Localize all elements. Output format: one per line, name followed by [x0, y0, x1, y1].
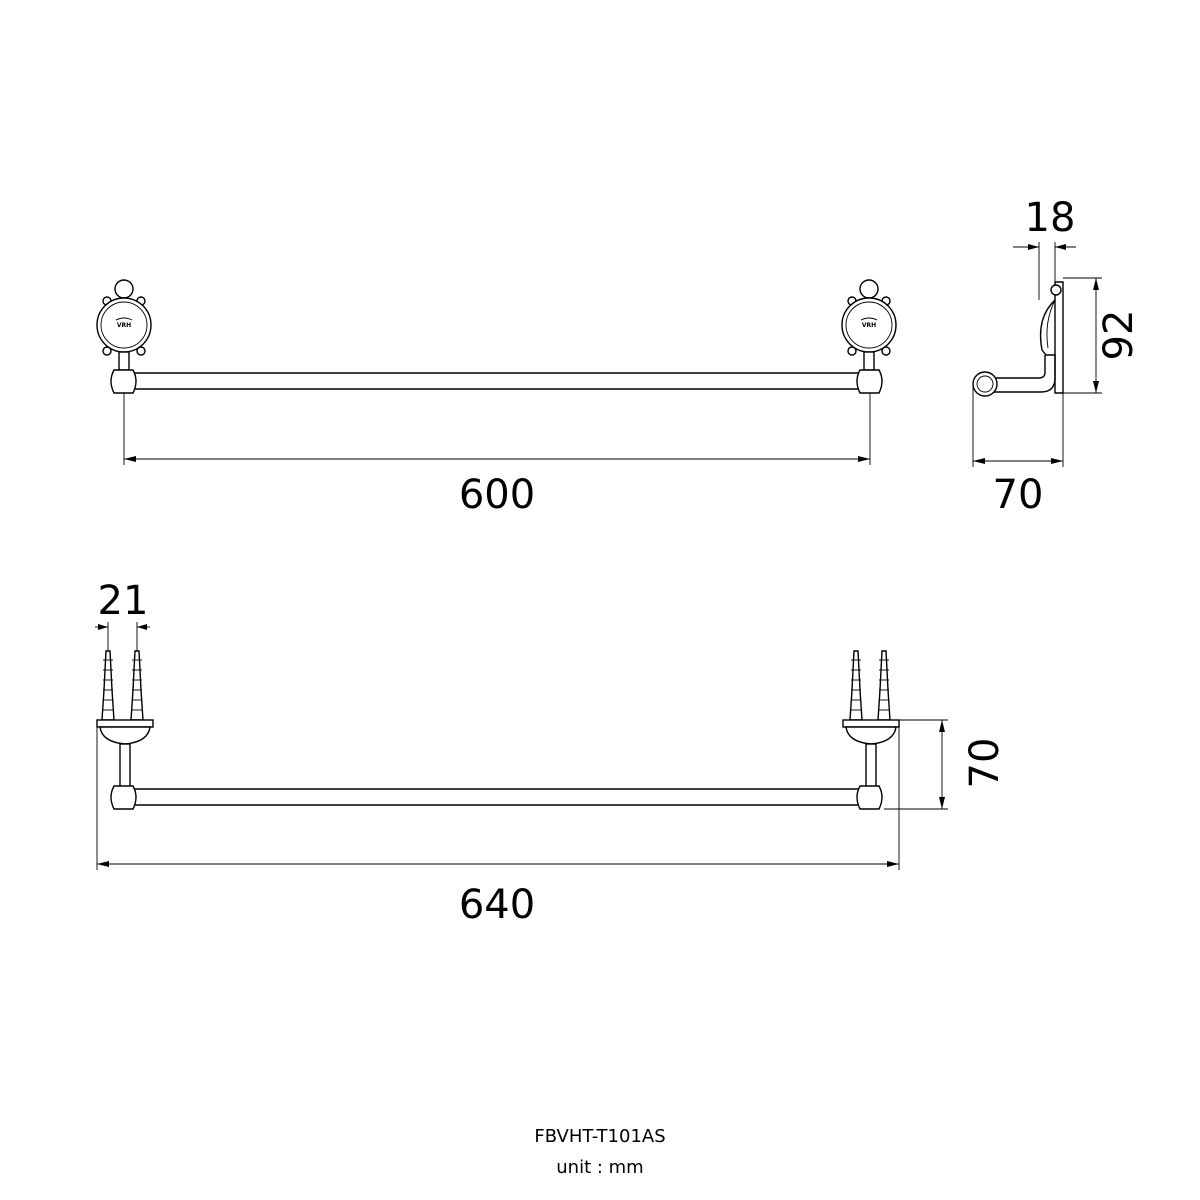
dimension-600: 600 [123, 393, 871, 518]
dimension-640-label: 640 [459, 882, 535, 928]
dimension-70-side-label: 70 [993, 472, 1044, 518]
dimension-70-top: 70 [884, 719, 1008, 810]
front-right-bracket: VRH [841, 279, 897, 371]
dimension-92-label: 92 [1096, 310, 1142, 361]
dimension-640: 640 [96, 727, 900, 928]
top-bar [110, 785, 883, 810]
dimension-70-top-label: 70 [962, 738, 1008, 789]
top-view: 21 70 640 [95, 578, 1008, 928]
dimension-600-label: 600 [459, 472, 535, 518]
dimension-70-side: 70 [972, 384, 1064, 518]
top-right-mount [842, 650, 900, 789]
side-wall-plate [1039, 281, 1064, 394]
model-code: FBVHT-T101AS [534, 1126, 666, 1147]
dimension-21-label: 21 [98, 578, 149, 624]
dimension-92: 92 [1063, 277, 1142, 394]
top-left-screw-2 [130, 650, 144, 721]
front-bar [110, 369, 883, 394]
front-left-logo: VRH [117, 322, 131, 329]
front-right-logo: VRH [862, 322, 876, 329]
dimension-21: 21 [95, 578, 150, 651]
top-left-screw-1 [101, 650, 115, 721]
unit-label: unit : mm [556, 1157, 644, 1178]
dimension-18: 18 [1013, 195, 1076, 300]
front-left-bracket: VRH [96, 279, 152, 371]
front-view: VRH VRH [96, 279, 897, 518]
top-left-mount [96, 650, 154, 789]
side-view: 18 92 70 [972, 195, 1142, 518]
top-right-screw-2 [877, 650, 891, 721]
side-arm [972, 355, 1056, 397]
dimension-18-label: 18 [1025, 195, 1076, 241]
top-right-screw-1 [849, 650, 863, 721]
